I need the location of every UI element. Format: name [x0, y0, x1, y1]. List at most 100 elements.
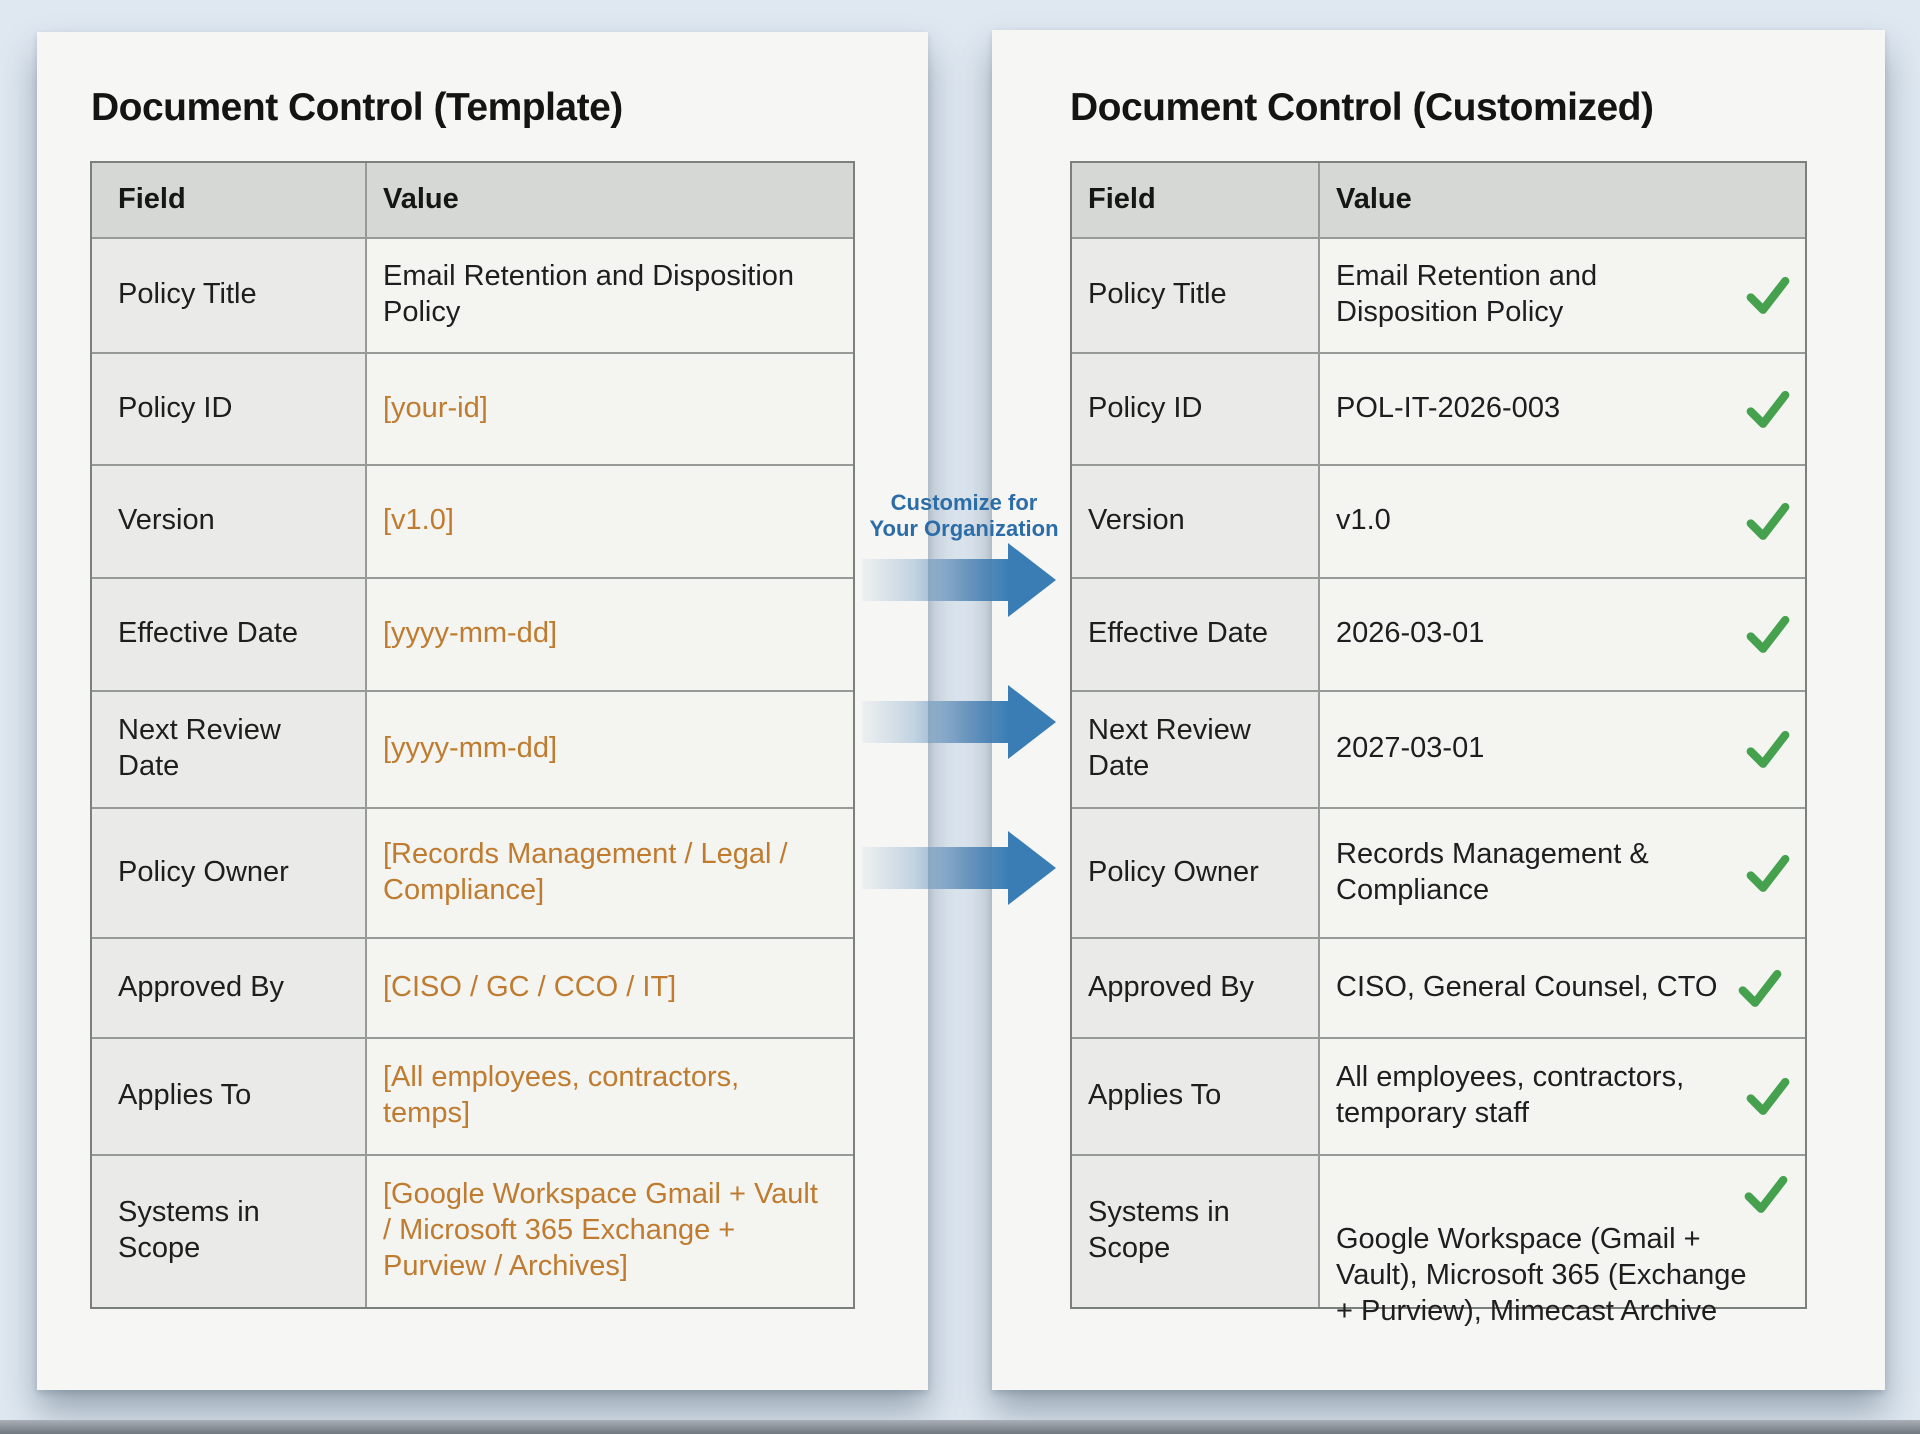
checkmark-icon	[1746, 854, 1790, 892]
field-cell: Policy Owner	[1072, 808, 1320, 937]
checkmark-icon	[1746, 616, 1790, 654]
table-row: Version [v1.0]	[92, 463, 853, 577]
checkmark-icon	[1744, 1175, 1788, 1213]
field-label: Policy Title	[118, 278, 257, 311]
value-cell: Google Workspace (Gmail + Vault), Micros…	[1320, 1155, 1805, 1327]
checkmark-icon	[1746, 277, 1790, 315]
table-header-row: Field Value	[92, 162, 853, 237]
value-text: CISO, General Counsel, CTO	[1336, 970, 1718, 1003]
field-cell: Effective Date	[92, 578, 367, 690]
field-label: Policy ID	[1088, 391, 1203, 424]
table-row: Policy Owner Records Management & Complia…	[1072, 806, 1805, 937]
value-cell: CISO, General Counsel, CTO	[1320, 938, 1805, 1037]
checkmark-icon	[1746, 731, 1790, 769]
table-row: Policy Title Email Retention and Disposit…	[1072, 236, 1805, 352]
checkmark-icon	[1746, 503, 1790, 541]
field-label: Applies To	[118, 1079, 252, 1112]
header-value-cell: Value	[1320, 162, 1805, 237]
value-text: 2027-03-01	[1336, 732, 1485, 765]
table-row: Version v1.0	[1072, 463, 1805, 577]
placeholder-value-text: [CISO / GC / CCO / IT]	[383, 970, 677, 1003]
header-value-cell: Value	[367, 162, 853, 237]
field-label: Applies To	[1088, 1079, 1222, 1112]
table-row: Next Review Date 2027-03-01	[1072, 689, 1805, 807]
value-cell: [yyyy-mm-dd]	[367, 691, 853, 807]
table-row: Policy Owner [Records Management / Legal …	[92, 806, 853, 937]
field-cell: Policy Title	[92, 238, 367, 352]
customized-table: Field Value Policy Title Email Retention …	[1070, 160, 1807, 1327]
field-cell: Effective Date	[1072, 578, 1320, 690]
field-label: Approved By	[118, 970, 285, 1003]
field-cell: Policy ID	[1072, 353, 1320, 464]
value-cell: All employees, contractors, temporary st…	[1320, 1038, 1805, 1154]
table-row: Effective Date [yyyy-mm-dd]	[92, 576, 853, 690]
field-cell: Version	[92, 465, 367, 577]
value-cell: [All employees, contractors, temps]	[367, 1038, 853, 1154]
customized-title: Document Control (Customized)	[1070, 86, 1654, 129]
value-text: All employees, contractors, temporary st…	[1336, 1061, 1685, 1130]
placeholder-value-text: [Records Management / Legal / Compliance…	[383, 837, 788, 906]
placeholder-value-text: [yyyy-mm-dd]	[383, 617, 557, 650]
field-label: Effective Date	[118, 617, 299, 650]
field-cell: Policy Owner	[92, 808, 367, 937]
checkmark-icon	[1746, 390, 1790, 428]
header-field-cell: Field	[1072, 162, 1320, 237]
field-cell: Approved By	[1072, 938, 1320, 1037]
field-cell: Version	[1072, 465, 1320, 577]
field-label: Policy Owner	[118, 855, 289, 888]
customized-paper-panel: Document Control (Customized) Field Valu…	[992, 30, 1885, 1390]
field-label: Next Review Date	[1088, 714, 1251, 783]
value-cell: 2026-03-01	[1320, 578, 1805, 690]
value-text: Email Retention and Disposition Policy	[1336, 260, 1598, 329]
field-cell: Applies To	[1072, 1038, 1320, 1154]
field-cell: Next Review Date	[92, 691, 367, 807]
value-text: Email Retention and Disposition Policy	[383, 260, 795, 329]
value-text: v1.0	[1336, 504, 1391, 537]
header-field-cell: Field	[92, 162, 367, 237]
value-cell: Email Retention and Disposition Policy	[1320, 238, 1805, 352]
field-label: Effective Date	[1088, 617, 1269, 650]
value-cell: POL-IT-2026-003	[1320, 353, 1805, 464]
value-text: Records Management & Compliance	[1336, 837, 1649, 906]
table-row: Applies To [All employees, contractors, t…	[92, 1036, 853, 1154]
bottom-surface-edge	[0, 1420, 1920, 1434]
value-text: POL-IT-2026-003	[1336, 391, 1561, 424]
value-cell: v1.0	[1320, 465, 1805, 577]
template-table: Field Value Policy Title Email Retention …	[90, 160, 855, 1309]
field-cell: Policy Title	[1072, 238, 1320, 352]
field-cell: Next Review Date	[1072, 691, 1320, 807]
value-cell: [CISO / GC / CCO / IT]	[367, 938, 853, 1037]
field-label: Approved By	[1088, 970, 1255, 1003]
placeholder-value-text: [v1.0]	[383, 504, 454, 537]
table-row: Applies To All employees, contractors, te…	[1072, 1036, 1805, 1154]
value-text: Google Workspace (Gmail + Vault), Micros…	[1336, 1222, 1747, 1327]
placeholder-value-text: [yyyy-mm-dd]	[383, 732, 557, 765]
table-row: Policy ID POL-IT-2026-003	[1072, 351, 1805, 464]
field-label: Policy Owner	[1088, 855, 1259, 888]
value-cell: [Google Workspace Gmail + Vault / Micros…	[367, 1155, 853, 1307]
value-text: 2026-03-01	[1336, 617, 1485, 650]
field-cell: Policy ID	[92, 353, 367, 464]
field-label: Systems in Scope	[118, 1196, 260, 1265]
checkmark-icon	[1739, 969, 1782, 1007]
placeholder-value-text: [your-id]	[383, 391, 488, 424]
value-cell: [yyyy-mm-dd]	[367, 578, 853, 690]
value-cell: Records Management & Compliance	[1320, 808, 1805, 937]
checkmark-icon	[1746, 1078, 1790, 1116]
placeholder-value-text: [Google Workspace Gmail + Vault / Micros…	[383, 1178, 818, 1283]
value-cell: 2027-03-01	[1320, 691, 1805, 807]
table-row: Policy ID [your-id]	[92, 351, 853, 464]
table-row: Approved By CISO, General Counsel, CTO	[1072, 936, 1805, 1037]
field-cell: Systems in Scope	[92, 1155, 367, 1307]
table-row: Next Review Date [yyyy-mm-dd]	[92, 689, 853, 807]
field-cell: Applies To	[92, 1038, 367, 1154]
table-header-row: Field Value	[1072, 162, 1805, 237]
template-title: Document Control (Template)	[91, 86, 623, 129]
value-cell: Email Retention and Disposition Policy	[367, 238, 853, 352]
field-label: Policy Title	[1088, 278, 1227, 311]
table-row: Systems in Scope [Google Workspace Gmail …	[92, 1153, 853, 1307]
value-cell: [Records Management / Legal / Compliance…	[367, 808, 853, 937]
field-cell: Systems in Scope	[1072, 1155, 1320, 1307]
field-label: Version	[1088, 504, 1185, 537]
